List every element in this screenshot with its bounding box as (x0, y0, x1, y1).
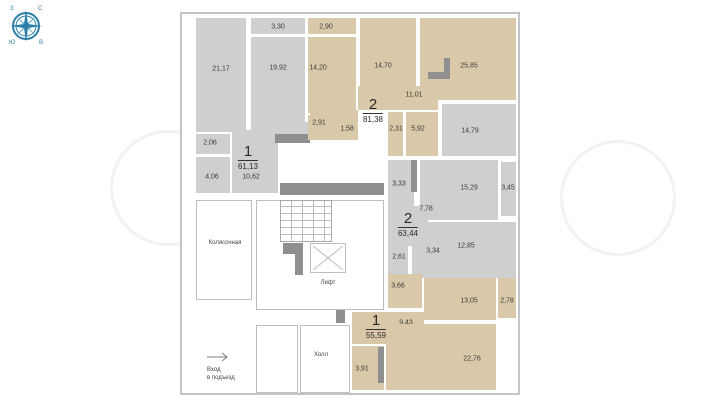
room-21-17[interactable] (196, 18, 246, 132)
stroller-room[interactable] (196, 200, 252, 300)
ventilation-shaft (275, 134, 310, 143)
arrow-right-icon (207, 352, 228, 362)
ventilation-shaft (411, 160, 417, 192)
ventilation-shaft (336, 310, 345, 323)
room-12-85[interactable] (446, 222, 516, 278)
area-label: 2,06 (203, 139, 217, 147)
rooms-count: 2 (397, 211, 419, 228)
area-label: 3,34 (426, 247, 440, 255)
room-10-62-hallway[interactable] (232, 130, 278, 193)
area-label: 21,17 (212, 65, 230, 73)
elevator-shaft (310, 243, 346, 273)
area-label: 12,85 (457, 242, 475, 250)
room-2-91[interactable] (308, 115, 336, 140)
apartment-summary: 2 81,38 (362, 97, 384, 124)
vestibule[interactable] (256, 325, 298, 393)
area-label: 1,58 (340, 125, 354, 133)
ventilation-shaft (444, 58, 450, 78)
area-label: 2,31 (389, 125, 403, 133)
area-label: 10,62 (242, 173, 260, 181)
room-22-76[interactable] (386, 324, 496, 390)
total-area: 55,59 (365, 331, 387, 340)
ventilation-shaft (378, 347, 384, 383)
total-area: 63,44 (397, 229, 419, 238)
room-2-78[interactable] (498, 278, 516, 318)
room-15-29[interactable] (420, 160, 498, 220)
room-1-58[interactable] (339, 115, 356, 140)
area-label: 19,92 (269, 64, 287, 72)
area-label: 15,29 (460, 184, 478, 192)
room-5-92[interactable] (406, 112, 438, 156)
compass-label-north: С (38, 6, 43, 12)
area-label: 3,30 (271, 23, 285, 31)
area-label: 14,20 (309, 64, 327, 72)
area-label: 14,70 (374, 62, 392, 70)
total-area: 81,38 (362, 115, 384, 124)
area-label: 13,05 (460, 297, 478, 305)
room-7-78-hallway[interactable] (388, 206, 428, 246)
entrance-marker[interactable]: Вход в подъезд (205, 352, 255, 392)
compass-label-south: Ю (9, 40, 16, 46)
hall-label: Холл (313, 352, 329, 358)
room-14-20[interactable] (308, 37, 356, 113)
area-label: 5,92 (411, 125, 425, 133)
hall[interactable] (300, 325, 350, 393)
elevator-label: Лифт (320, 280, 336, 286)
area-label: 22,76 (463, 355, 481, 363)
room-13-05[interactable] (424, 278, 496, 320)
area-label: 2,61 (392, 253, 406, 261)
rooms-count: 2 (362, 97, 384, 114)
apartment-summary: 1 61,13 (237, 144, 259, 171)
compass-rose-icon (10, 10, 42, 42)
room-3-33[interactable] (388, 160, 414, 206)
room-2-06[interactable] (196, 134, 230, 154)
entrance-label-line2: в подъезд (207, 375, 235, 381)
area-label: 3,91 (355, 365, 369, 373)
area-label: 9,43 (399, 319, 413, 327)
room-14-79[interactable] (442, 104, 516, 156)
room-3-34[interactable] (412, 246, 442, 278)
area-label: 2,90 (319, 23, 333, 31)
room-2-90[interactable] (308, 18, 356, 34)
room-11-01-hallway[interactable] (358, 86, 438, 110)
area-label: 3,45 (501, 184, 515, 192)
area-label: 3,66 (391, 282, 405, 290)
area-label: 25,85 (460, 62, 478, 70)
elevator-cross-icon (312, 245, 344, 271)
ventilation-shaft (428, 72, 450, 79)
room-19-92[interactable] (251, 37, 305, 132)
rooms-count: 1 (237, 144, 259, 161)
area-label: 2,91 (312, 119, 326, 127)
staircase (280, 200, 332, 242)
room-2-31[interactable] (388, 112, 403, 156)
compass-label-east: В (39, 40, 44, 46)
room-3-30[interactable] (251, 18, 305, 34)
stroller-room-label: Колясочная (208, 240, 242, 246)
room-3-45[interactable] (501, 162, 516, 216)
entrance-label-line1: Вход (207, 367, 221, 373)
ventilation-shaft (283, 243, 303, 254)
area-label: 4,06 (205, 173, 219, 181)
room-3-66[interactable] (388, 274, 422, 308)
area-label: 14,79 (461, 127, 479, 135)
total-area: 61,13 (237, 162, 259, 171)
room-14-70[interactable] (360, 18, 416, 86)
compass: З С Ю В (4, 4, 48, 48)
apartment-summary: 2 63,44 (397, 211, 419, 238)
rooms-count: 1 (365, 313, 387, 330)
room-4-06[interactable] (196, 157, 230, 193)
area-label: 3,33 (392, 180, 406, 188)
apartment-summary: 1 55,59 (365, 313, 387, 340)
ventilation-shaft (295, 243, 303, 275)
compass-label-west: З (10, 6, 14, 12)
watermark-ring (560, 140, 676, 256)
room-2-61[interactable] (388, 246, 408, 278)
area-label: 11,01 (405, 91, 423, 99)
ventilation-shaft (280, 183, 384, 195)
kitchen-strip (270, 122, 310, 134)
area-label: 7,78 (419, 205, 433, 213)
area-label: 2,78 (500, 297, 514, 305)
